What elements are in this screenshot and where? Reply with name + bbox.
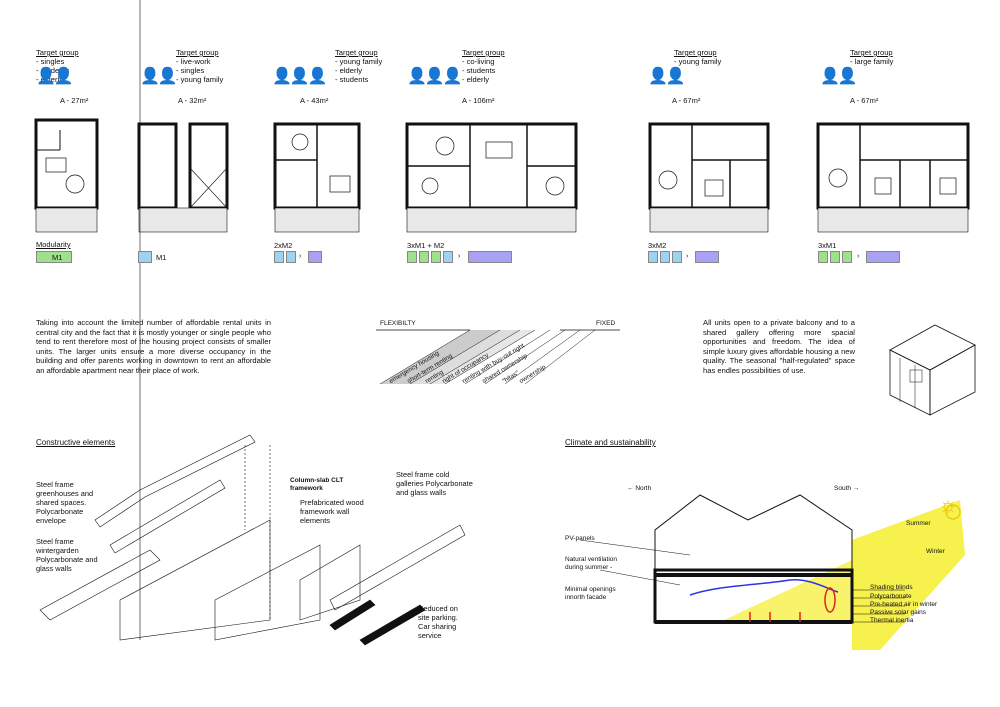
winter-label: Winter [926,548,945,555]
floor-plan-4 [405,122,578,233]
flexibility-label: FLEXIBILTY [380,320,416,327]
flexibility-diagram [376,329,620,385]
label-solar: Passive solar gains [870,609,926,616]
unit-axonometric [889,324,976,416]
label-greenhouses: Steel frame greenhouses and shared space… [36,480,94,525]
module-label-5: 3xM2 [648,241,667,250]
module-label-4: 3xM1 + M2 [407,241,445,250]
arrow-icon: › [686,253,689,260]
people-icon: 👤👤 [820,68,858,85]
module-block [274,251,284,263]
label-clt: Column-slab CLT framework [290,477,344,492]
module-block [468,251,512,263]
arrow-icon: › [857,253,860,260]
label-openings: Minimal openings innorth facade [565,586,616,601]
climate-title: Climate and sustainability [565,438,656,447]
south-label: South → [834,485,860,492]
label-prefab: Prefabricated wood framework wall elemen… [300,498,364,525]
label-preheated: Pre-heated air in winter [870,601,938,608]
module-block [842,251,852,263]
label-thermal: Thermal inertia [870,617,914,624]
module-block [866,251,900,263]
module-block [818,251,828,263]
module-block [308,251,322,263]
modularity-title: Modularity [36,240,71,249]
target-group-3: Target group - young family - elderly - … [335,48,383,84]
module-label-1: M1 [52,253,63,262]
label-shading: Shading blinds [870,584,913,591]
floor-plan-2 [137,122,229,233]
constructive-title: Constructive elements [36,438,116,447]
label-parking: Reduced on site parking. Car sharing ser… [418,604,458,640]
balcony-paragraph: All units open to a private balcony and … [703,318,855,375]
module-label-6: 3xM1 [818,241,837,250]
label-wintergarden: Steel frame wintergarden Polycarbonate a… [36,537,98,573]
module-block [431,251,441,263]
module-block [695,251,719,263]
label-ventilation: Natural ventilation during summer - [565,556,618,571]
target-group-4: Target group - co-living - students - el… [462,48,505,84]
people-icon: 👤👤 [36,68,74,85]
climate-section [579,494,965,650]
unit-area-1: A - 27m² [60,96,89,105]
unit-area-2: A - 32m² [178,96,207,105]
module-block [36,251,72,263]
module-block [648,251,658,263]
target-group-1: Target group - singles - students - elde… [36,48,79,84]
module-block [419,251,429,263]
sun-icon: ☼ [938,492,959,517]
summer-label: Summer [906,520,931,527]
floor-plan-5 [648,122,770,233]
unit-area-5: A - 67m² [672,96,701,105]
module-label-3: 2xM2 [274,241,293,250]
floor-plan-3 [273,122,361,233]
module-block [286,251,296,263]
label-cold-galleries: Steel frame cold galleries Polycarbonate… [396,470,473,497]
arrow-icon: › [299,253,302,260]
unit-area-4: A - 106m² [462,96,495,105]
floor-plan-6 [816,122,970,233]
module-block [660,251,670,263]
target-group-2: Target group - live-work - singles - you… [176,48,224,84]
people-icon: 👤👤👤 [407,68,463,85]
floor-plan-1 [34,118,99,233]
north-label: ← North [627,485,652,492]
unit-area-6: A - 67m² [850,96,879,105]
people-icon: 👤👤👤 [272,68,328,85]
people-icon: 👤👤 [648,68,686,85]
module-block [672,251,682,263]
fixed-label: FIXED [596,320,616,327]
constructive-axonometric [39,0,466,646]
label-polycarbonate: Polycarbonate [870,593,912,600]
label-pv: PV-panels [565,535,595,542]
arrow-icon: › [458,253,461,260]
people-icon: 👤👤 [140,68,178,85]
module-label-2: M1 [156,253,167,262]
module-block [407,251,417,263]
target-group-6: Target group - large family [850,48,894,66]
intro-paragraph: Taking into account the limited number o… [36,318,271,375]
module-block [138,251,152,263]
target-group-5: Target group - young family [674,48,722,66]
module-block [443,251,453,263]
unit-area-3: A - 43m² [300,96,329,105]
module-block [830,251,840,263]
